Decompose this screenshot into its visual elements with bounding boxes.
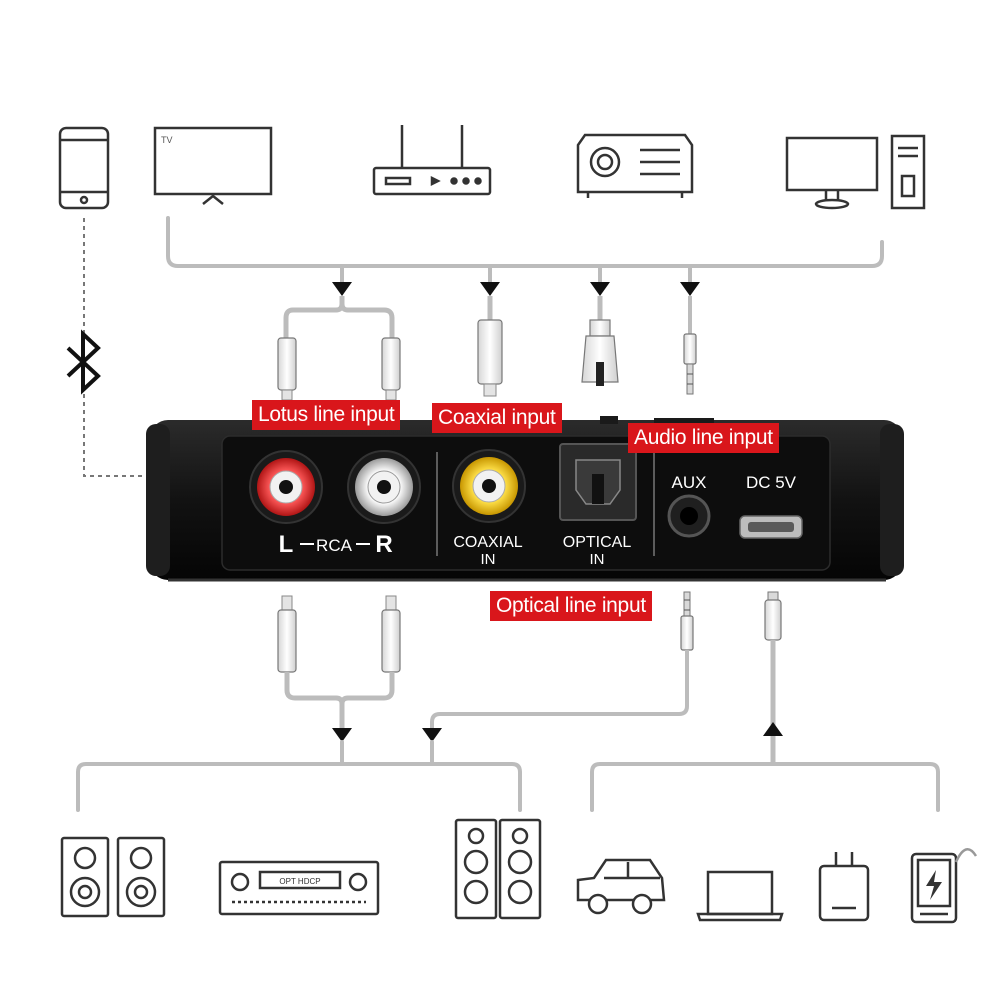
usb-power-cable (764, 591, 782, 764)
rca-right-jack[interactable] (347, 450, 421, 524)
phone-icon (58, 126, 110, 210)
aux-input-cable (683, 296, 697, 395)
input-bus-line (166, 216, 884, 284)
optical-jack[interactable] (559, 443, 637, 521)
car-icon (576, 858, 666, 915)
power-bank-icon (910, 848, 978, 924)
av-receiver-icon: OPT HDCP (218, 860, 380, 916)
rca-output-cable (277, 595, 401, 728)
rca-mid-label: RCA (316, 536, 353, 555)
coaxial-label-line2: IN (481, 551, 496, 568)
tv-icon: TV (153, 126, 273, 205)
rca-left-jack[interactable] (249, 450, 323, 524)
callout-coaxial-input: Coaxial input (432, 403, 562, 433)
laptop-icon (696, 870, 784, 922)
optical-input-cable (581, 296, 619, 386)
rca-input-cable (277, 296, 401, 401)
usb-charger-icon (818, 852, 870, 922)
receiver-display-text: OPT HDCP (279, 877, 320, 886)
desktop-pc-icon (785, 134, 926, 210)
output-bus-line (76, 740, 940, 812)
bluetooth-link (83, 218, 146, 477)
callout-lotus-line-input: Lotus line input (252, 400, 401, 430)
dc-label: DC 5V (746, 473, 797, 492)
coaxial-input-cable (477, 296, 503, 397)
coaxial-jack[interactable] (452, 449, 526, 523)
output-arrows (332, 722, 783, 742)
projector-icon (576, 133, 694, 198)
tv-label: TV (161, 135, 173, 145)
rca-left-label: L (279, 531, 294, 558)
aux-jack[interactable] (667, 494, 711, 538)
coaxial-label-line1: COAXIAL (453, 534, 522, 551)
bookshelf-speakers-icon (60, 836, 166, 918)
router-icon (372, 125, 492, 196)
micro-usb-port[interactable] (739, 515, 803, 539)
optical-label-line2: IN (590, 551, 605, 568)
tower-speakers-icon (454, 818, 542, 920)
aux-output-cable (430, 591, 694, 728)
callout-optical-line-input: Optical line input (490, 591, 652, 621)
optical-label-line1: OPTICAL (563, 534, 632, 551)
rca-right-label: R (375, 531, 392, 558)
audio-converter-device: L RCA R COAXIAL IN OPTICAL IN AUX (146, 416, 904, 582)
callout-audio-line-input: Audio line input (628, 423, 779, 453)
aux-label: AUX (672, 473, 707, 492)
input-arrows (332, 282, 700, 296)
bluetooth-icon (66, 329, 101, 395)
